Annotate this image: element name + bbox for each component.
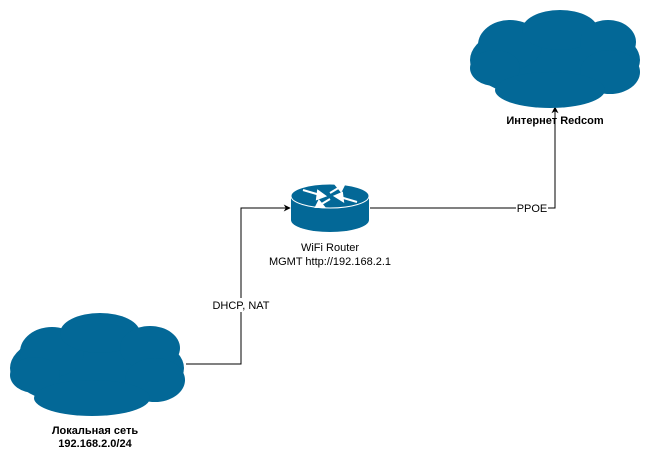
cloud-icon <box>470 10 640 108</box>
edge-lan-router-line <box>186 204 291 365</box>
internet-cloud-node[interactable]: Интернет Redcom <box>470 10 640 127</box>
lan-cloud-node[interactable]: Локальная сеть 192.168.2.0/24 <box>10 313 185 450</box>
edge-router-internet-label: PPOE <box>517 203 548 215</box>
lan-label-name: Локальная сеть <box>52 425 139 437</box>
edge-router-internet: PPOE <box>370 106 559 215</box>
internet-label: Интернет Redcom <box>506 115 603 127</box>
cloud-icon <box>10 313 185 416</box>
edge-router-internet-label-bg <box>516 201 548 215</box>
edge-lan-router: DHCP, NAT <box>186 204 291 365</box>
router-label-mgmt: MGMT http://192.168.2.1 <box>269 256 391 268</box>
edge-lan-router-label-bg <box>208 298 274 312</box>
lan-label-subnet: 192.168.2.0/24 <box>58 438 132 450</box>
edge-router-internet-line <box>370 106 559 209</box>
router-label-name: WiFi Router <box>301 242 359 254</box>
edge-lan-router-label: DHCP, NAT <box>212 300 269 312</box>
router-icon <box>290 183 370 232</box>
router-node[interactable]: WiFi Router MGMT http://192.168.2.1 <box>269 183 391 268</box>
